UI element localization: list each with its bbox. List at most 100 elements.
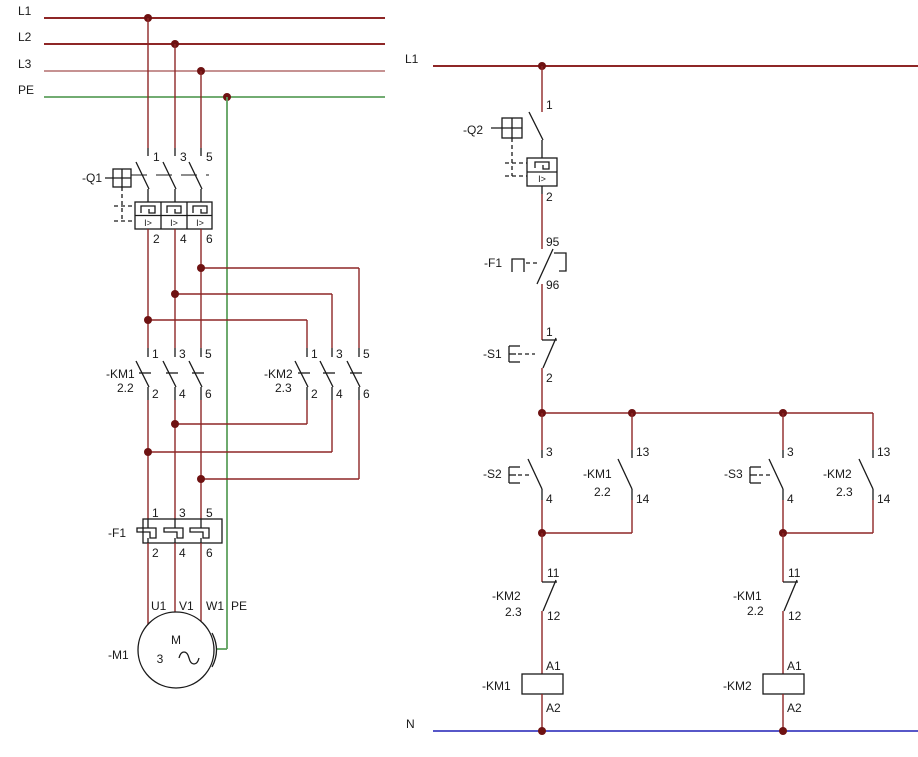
terminal-label: 6 — [206, 232, 213, 246]
thermal-trip-icon — [192, 205, 208, 214]
interlock-km2-ref: 2.3 — [505, 605, 522, 619]
coil-box — [521, 673, 564, 695]
aux-contact-km1-label: -KM1 — [583, 467, 612, 481]
pushbutton-actuator-icon — [508, 466, 531, 484]
sine-wave-icon — [178, 651, 200, 665]
terminal-label: 96 — [546, 278, 560, 292]
contactor-km2-label: -KM2 — [264, 367, 293, 381]
magnetic-trip-label: I> — [196, 218, 204, 228]
terminal-label: 5 — [206, 150, 213, 164]
terminal-label: 5 — [363, 347, 370, 361]
motor-body — [137, 611, 215, 689]
breaker-pole-3 — [188, 148, 203, 202]
magnetic-trip-label: I> — [144, 218, 152, 228]
rail-l3: L3 — [18, 57, 385, 75]
motor-terminal-label: V1 — [179, 599, 194, 613]
start-button-s3-label: -S3 — [724, 467, 743, 481]
junction-dot — [197, 264, 205, 272]
terminal-label: 4 — [179, 387, 186, 401]
motor-terminal-label: W1 — [206, 599, 224, 613]
overload-f1: -F1 1 3 5 2 4 6 — [108, 506, 223, 560]
motor-m1: U1 V1 W1 PE M 3 -M1 — [108, 543, 247, 689]
rail-n: N — [406, 717, 918, 735]
terminal-label: 3 — [180, 150, 187, 164]
rail-pe-label: PE — [18, 83, 34, 97]
terminal-label: 3 — [179, 347, 186, 361]
stop-button-s1-label: -S1 — [483, 347, 502, 361]
terminal-label: 1 — [153, 150, 160, 164]
pe-frame-arc — [211, 632, 218, 668]
interlock-km2-label: -KM2 — [492, 589, 521, 603]
terminal-label: 6 — [363, 387, 370, 401]
junction-dot — [538, 727, 546, 735]
interlock-km1-ref: 2.2 — [747, 604, 764, 618]
motor-terminal-label: PE — [231, 599, 247, 613]
overload-contact-f1: 95 -F1 96 — [484, 235, 567, 340]
terminal-label: 2 — [546, 371, 553, 385]
start-button-s3: 3 -S3 4 — [724, 445, 794, 506]
junction-dot — [197, 475, 205, 483]
heater-element-icon — [136, 527, 157, 539]
terminal-label: 13 — [877, 445, 891, 459]
control-circuit: L1 1 -Q2 I> 2 95 -F1 — [405, 52, 918, 735]
terminal-label: 13 — [636, 445, 650, 459]
terminal-label: 3 — [787, 445, 794, 459]
terminal-label: 2 — [152, 546, 159, 560]
terminal-label: A2 — [787, 701, 802, 715]
coil-km2-label: -KM2 — [723, 679, 752, 693]
terminal-label: 4 — [336, 387, 343, 401]
coil-km1-label: -KM1 — [482, 679, 511, 693]
start-button-s2: 3 -S2 4 — [483, 445, 553, 506]
terminal-label: 1 — [152, 506, 159, 520]
terminal-label: 4 — [180, 232, 187, 246]
aux-contact-km1-ref: 2.2 — [594, 485, 611, 499]
junction-dot — [171, 290, 179, 298]
reversing-wiring — [144, 229, 360, 348]
interlock-contact-km2: 11 -KM2 2.3 12 — [492, 566, 561, 674]
nc-bridge — [554, 252, 567, 272]
terminal-label: 2 — [153, 232, 160, 246]
terminal-label: 4 — [787, 492, 794, 506]
heater-element-icon — [189, 527, 210, 539]
coil-km2: A1 -KM2 A2 — [723, 659, 805, 731]
coil-box — [762, 673, 805, 695]
contactor-output-wiring — [144, 400, 360, 519]
terminal-label: 11 — [547, 566, 560, 580]
motor-m1-label: -M1 — [108, 648, 129, 662]
terminal-label: 1 — [546, 98, 553, 112]
heater-element-icon — [163, 527, 184, 539]
interlock-contact-km1: 11 -KM1 2.2 12 — [733, 566, 802, 674]
phase-drop-wires — [147, 18, 228, 650]
magnetic-trip-label: I> — [538, 174, 546, 184]
rail-n-label: N — [406, 717, 415, 731]
power-circuit: L1 L2 L3 PE -Q1 — [18, 4, 385, 689]
junction-dot — [779, 727, 787, 735]
thermal-trip-icon — [140, 205, 156, 214]
terminal-label: 6 — [205, 387, 212, 401]
terminal-label: A1 — [546, 659, 561, 673]
rail-l3-label: L3 — [18, 57, 32, 71]
interlock-km1-label: -KM1 — [733, 589, 762, 603]
magnetic-trip-label: I> — [170, 218, 178, 228]
motor-phases: 3 — [157, 652, 164, 666]
contactor-km2-main-contacts: -KM2 2.3 1 3 5 2 4 6 — [264, 347, 370, 401]
terminal-label: 95 — [546, 235, 560, 249]
breaker-q1-label: -Q1 — [82, 171, 102, 185]
junction-dot — [171, 420, 179, 428]
junction-dot — [144, 448, 152, 456]
km1-pole — [135, 348, 204, 400]
terminal-label: 5 — [205, 347, 212, 361]
breaker-q2: 1 -Q2 I> 2 — [463, 66, 558, 249]
terminal-label: 5 — [206, 506, 213, 520]
terminal-label: A1 — [787, 659, 802, 673]
coil-km1: A1 -KM1 A2 — [482, 659, 564, 731]
pushbutton-actuator-icon — [508, 345, 535, 363]
terminal-label: 2 — [546, 190, 553, 204]
terminal-label: 1 — [546, 325, 553, 339]
thermal-trip-icon — [166, 205, 182, 214]
breaker-pole-2 — [162, 148, 177, 202]
breaker-q1: -Q1 1 3 — [82, 148, 213, 246]
terminal-label: 12 — [547, 609, 561, 623]
terminal-label: 1 — [311, 347, 318, 361]
